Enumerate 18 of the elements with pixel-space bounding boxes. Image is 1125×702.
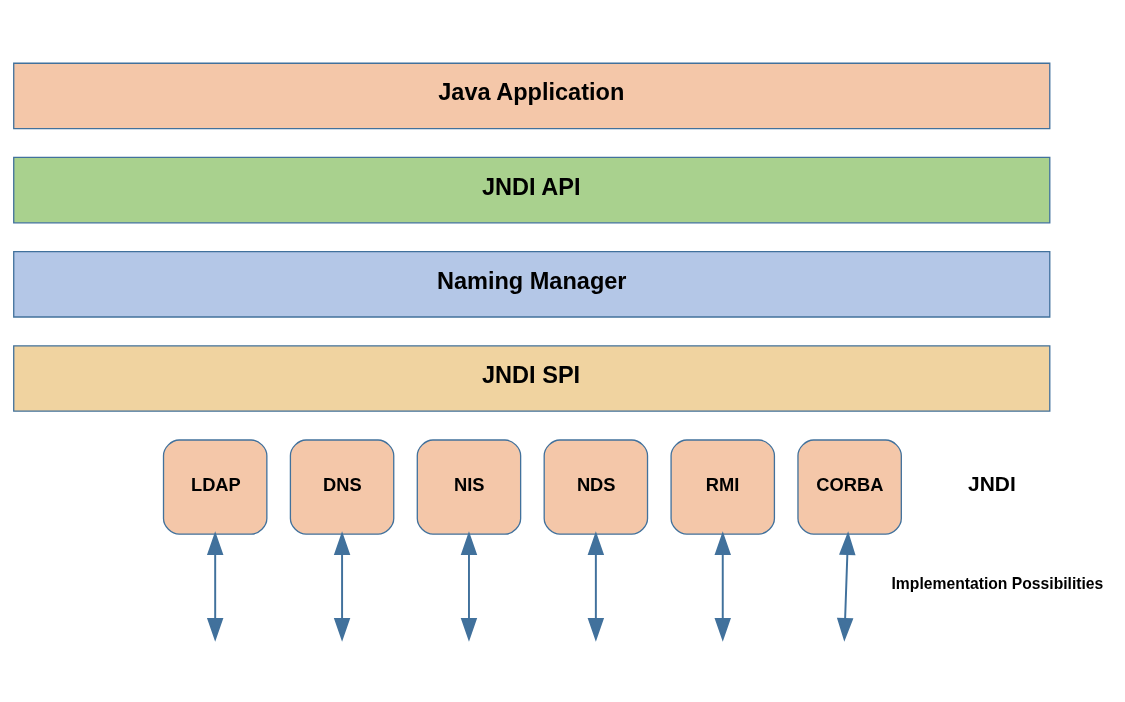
node-box: Naming Manager <box>13 250 1051 318</box>
arrow <box>460 530 478 642</box>
node-box: RMI <box>670 438 776 535</box>
label: Implementation Possibilities <box>891 574 1104 592</box>
node-box: DNS <box>289 438 395 535</box>
node-box: CORBA <box>797 438 902 535</box>
arrow <box>587 530 605 642</box>
node-box: LDAP <box>162 438 268 535</box>
arrow <box>836 530 856 642</box>
arrow <box>206 530 224 642</box>
arrow <box>714 530 731 642</box>
node-box: NIS <box>416 438 522 535</box>
label: JNDI <box>968 471 1016 495</box>
node-box: NDS <box>543 438 649 535</box>
node-box: Java Application <box>13 62 1051 129</box>
arrow <box>333 530 351 642</box>
node-box: JNDI SPI <box>13 344 1051 412</box>
node-box: JNDI API <box>13 156 1051 223</box>
